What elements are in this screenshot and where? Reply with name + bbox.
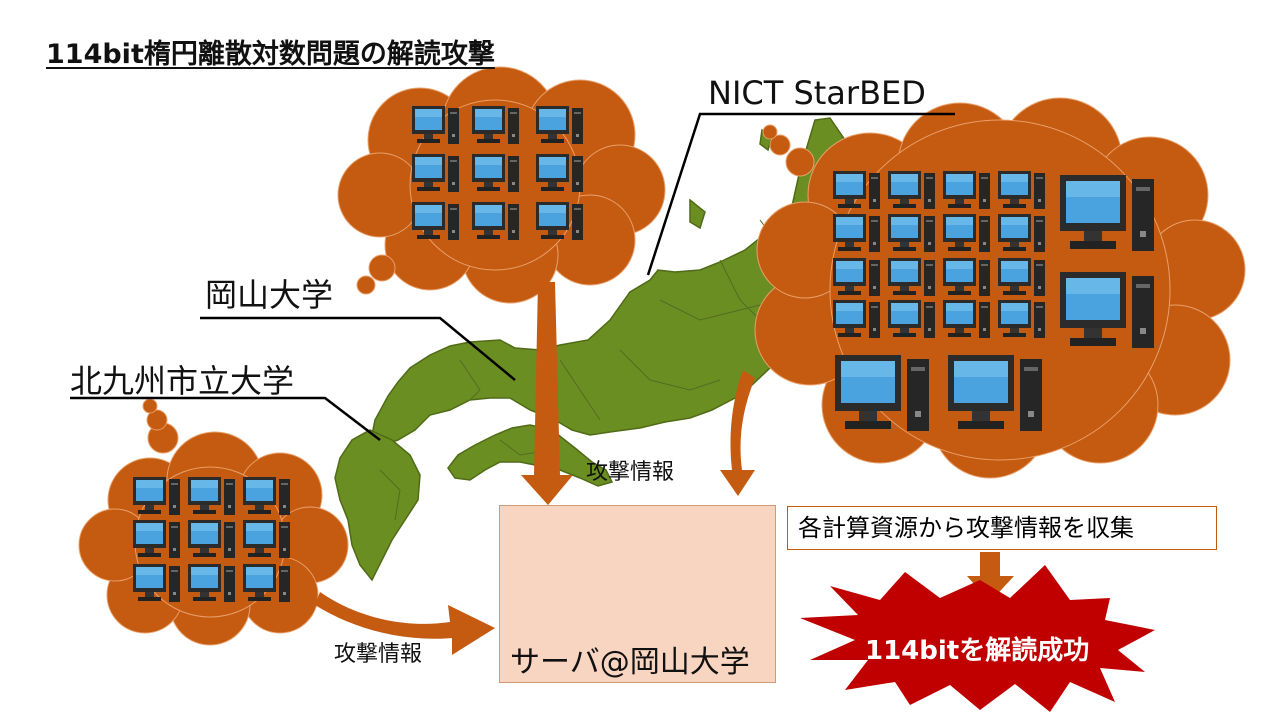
server-box bbox=[499, 505, 776, 683]
explosion-burst-icon bbox=[800, 565, 1155, 712]
computers-kitakyushu bbox=[133, 477, 290, 602]
label-attack-info: 攻撃情報 bbox=[586, 460, 675, 485]
label-kitakyushu-university: 北九州市立大学 bbox=[70, 362, 295, 400]
collect-info-box: 各計算資源から攻撃情報を収集 bbox=[787, 506, 1217, 550]
label-okayama-university: 岡山大学 bbox=[205, 276, 334, 314]
label-nict-starbed: NICT StarBED bbox=[708, 74, 926, 112]
server-label: サーバ@岡山大学 bbox=[510, 645, 750, 680]
cloud-okayama bbox=[337, 66, 666, 304]
arrows bbox=[315, 282, 1014, 655]
page-title: 114bit楕円離散対数問題の解読攻撃 bbox=[46, 39, 495, 70]
computers-okayama bbox=[412, 106, 583, 240]
leader-lines bbox=[70, 112, 955, 441]
success-label: 114bitを解読成功 bbox=[865, 636, 1090, 666]
japan-map bbox=[334, 117, 851, 582]
label-attack-info: 攻撃情報 bbox=[334, 642, 423, 667]
